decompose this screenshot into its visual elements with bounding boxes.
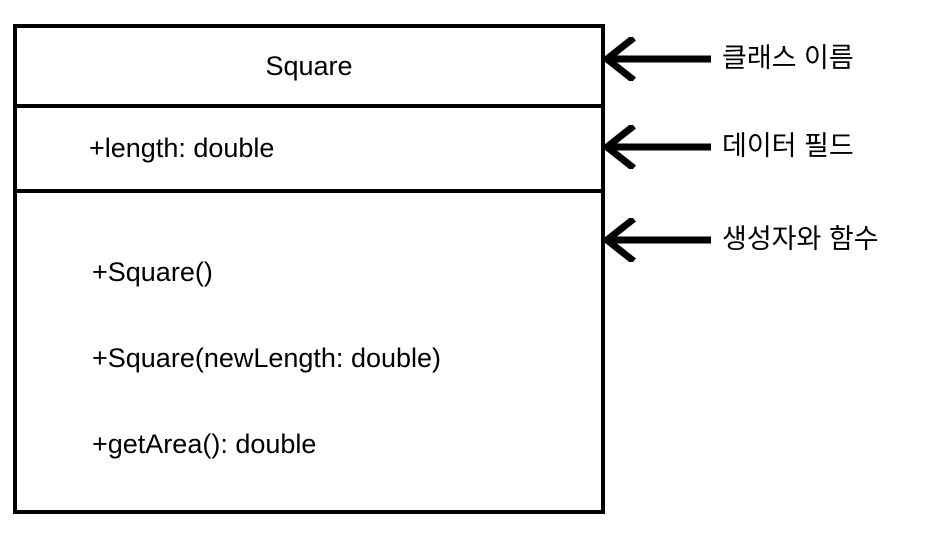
class-name-compartment: Square xyxy=(17,28,601,108)
arrow-left-icon xyxy=(601,218,711,262)
methods-compartment: +Square() +Square(newLength: double) +ge… xyxy=(17,193,601,510)
annotation-label: 클래스 이름 xyxy=(722,42,854,73)
arrow-left-icon xyxy=(601,37,711,81)
method-row: +Square(newLength: double) xyxy=(92,343,442,373)
fields-compartment: +length: double xyxy=(17,108,601,193)
method-row: +Square() xyxy=(92,257,213,287)
annotation-label: 생성자와 함수 xyxy=(722,223,879,254)
annotation-class-name: 클래스 이름 xyxy=(601,37,854,81)
uml-class-box: Square +length: double +Square() +Square… xyxy=(13,24,605,514)
arrow-left-icon xyxy=(601,125,711,169)
annotation-label: 데이터 필드 xyxy=(722,130,854,161)
field-row: +length: double xyxy=(89,133,275,163)
class-name-label: Square xyxy=(265,50,353,81)
method-row: +getArea(): double xyxy=(92,429,317,459)
annotation-data-field: 데이터 필드 xyxy=(601,125,854,169)
annotation-constructors-methods: 생성자와 함수 xyxy=(601,218,879,262)
